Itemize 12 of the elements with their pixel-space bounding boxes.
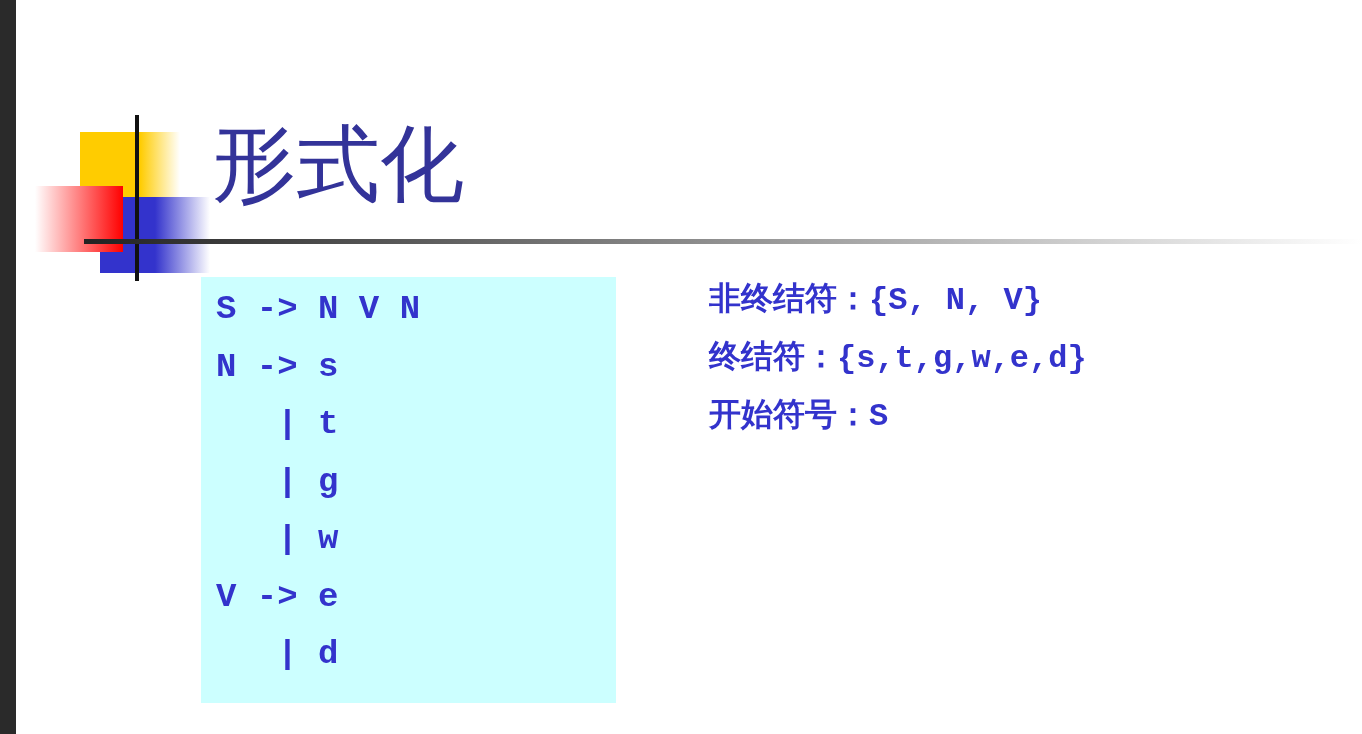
grammar-rule: N -> s	[216, 346, 339, 387]
grammar-rule: | g	[276, 461, 339, 502]
grammar-box	[201, 277, 616, 703]
definition-text: 开始符号：S	[709, 397, 889, 437]
grammar-rule: | d	[276, 634, 339, 674]
grammar-rule: S -> N V N	[216, 289, 421, 329]
grammar-rule: V -> e	[216, 576, 339, 617]
slide-title: 形式化	[212, 118, 464, 211]
grammar-rule: | t	[276, 404, 339, 444]
definition-text: 终结符：{s,t,g,w,e,d}	[709, 339, 1087, 379]
definition-text: 非终结符：{S, N, V}	[709, 281, 1042, 321]
grammar-rule: | w	[276, 519, 339, 559]
